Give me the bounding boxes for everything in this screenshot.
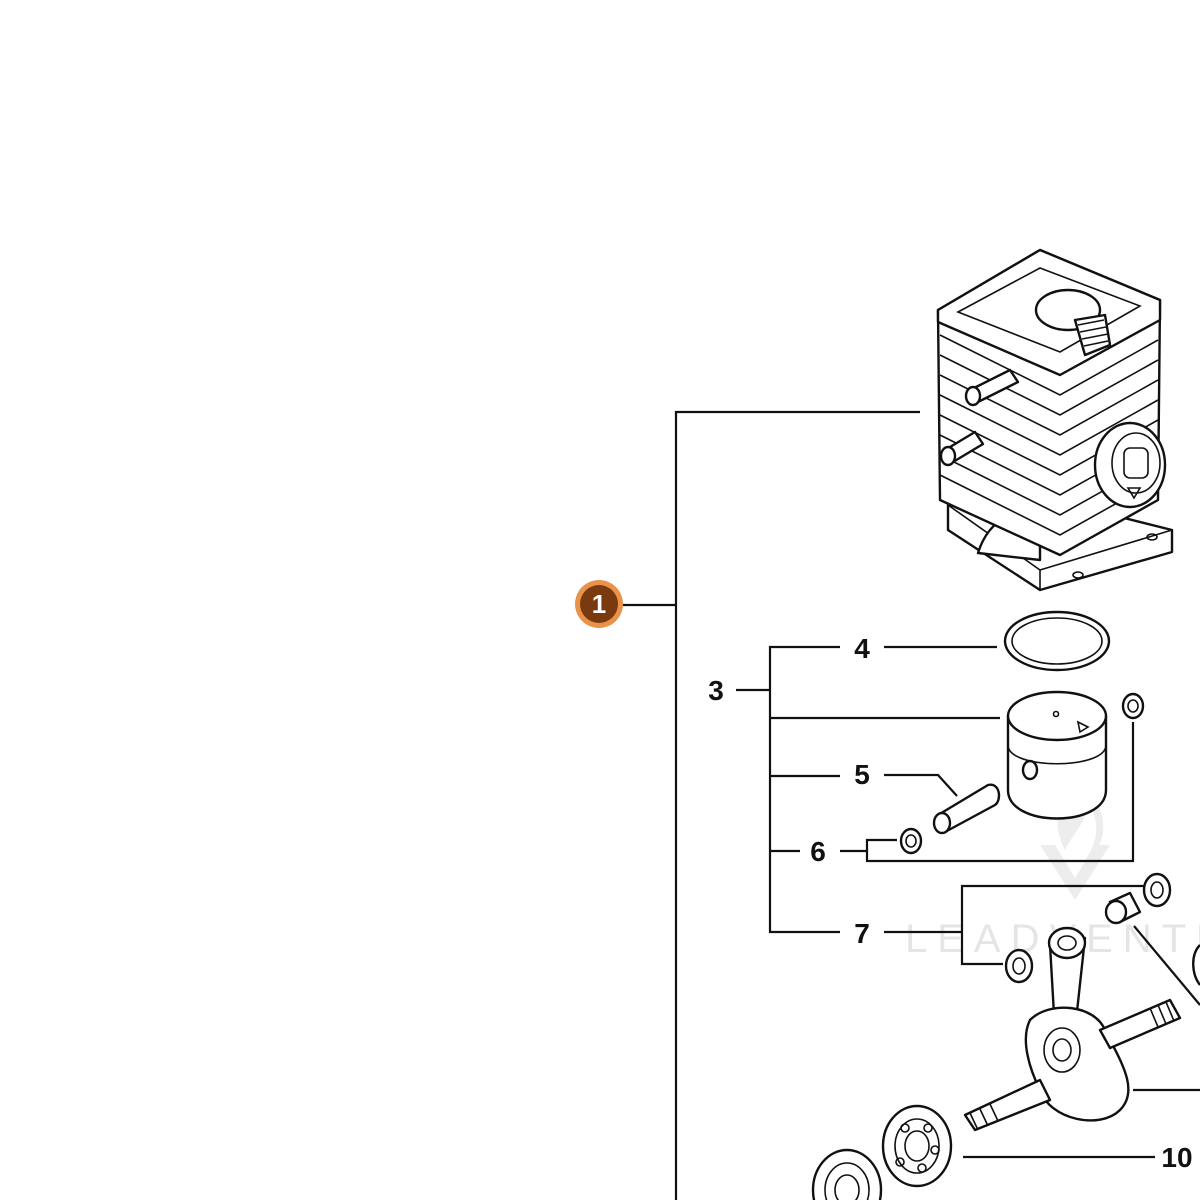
bearing-edge-right <box>1192 944 1200 986</box>
piston <box>1006 690 1108 820</box>
piston-pin <box>932 783 1001 835</box>
needle-cage <box>1104 891 1142 925</box>
oil-seal <box>811 1148 883 1200</box>
label-10[interactable]: 10 <box>1161 1142 1192 1173</box>
watermark-v-icon <box>1040 845 1110 900</box>
cylinder <box>936 248 1174 592</box>
thrust-washer-top <box>1142 872 1172 908</box>
ball-bearing <box>881 1104 953 1188</box>
label-6[interactable]: 6 <box>810 836 826 867</box>
piston-ring <box>1003 610 1111 672</box>
label-1[interactable]: 1 <box>592 589 606 619</box>
crankshaft <box>963 926 1182 1132</box>
thrust-washer-bottom <box>1004 948 1034 984</box>
label-5[interactable]: 5 <box>854 759 870 790</box>
callout-1-badge[interactable]: 1 <box>575 580 623 628</box>
label-4[interactable]: 4 <box>854 633 870 664</box>
label-3[interactable]: 3 <box>708 675 724 706</box>
label-7[interactable]: 7 <box>854 918 870 949</box>
circlip-left <box>899 827 923 855</box>
leader-lines <box>622 410 1200 1200</box>
circlip-right <box>1121 692 1145 720</box>
